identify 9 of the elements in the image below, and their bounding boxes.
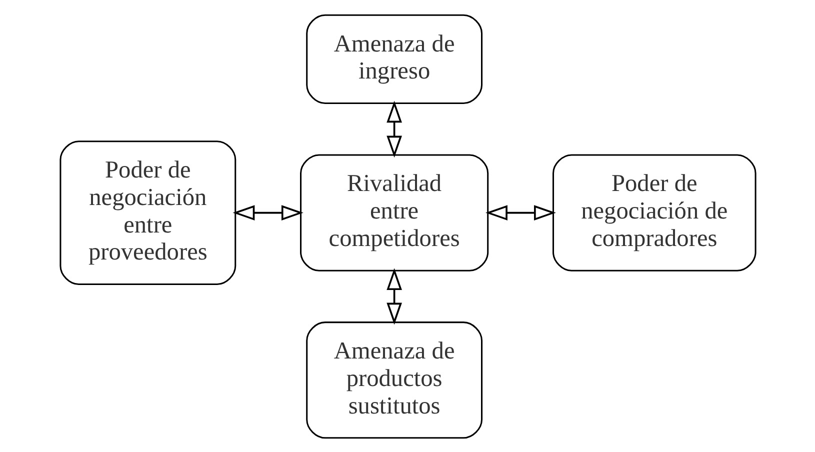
arrow xyxy=(386,268,402,324)
node-box: Rivalidad entre competidores xyxy=(300,154,488,271)
node-box: Amenaza de productos sustitutos xyxy=(306,321,482,438)
node-box: Poder de negociación de compradores xyxy=(552,154,756,271)
node-box: Amenaza de ingreso xyxy=(306,14,482,104)
arrow xyxy=(485,204,556,220)
node-box: Poder de negociación entre proveedores xyxy=(59,140,236,285)
arrow xyxy=(386,100,402,158)
arrow xyxy=(232,204,303,220)
